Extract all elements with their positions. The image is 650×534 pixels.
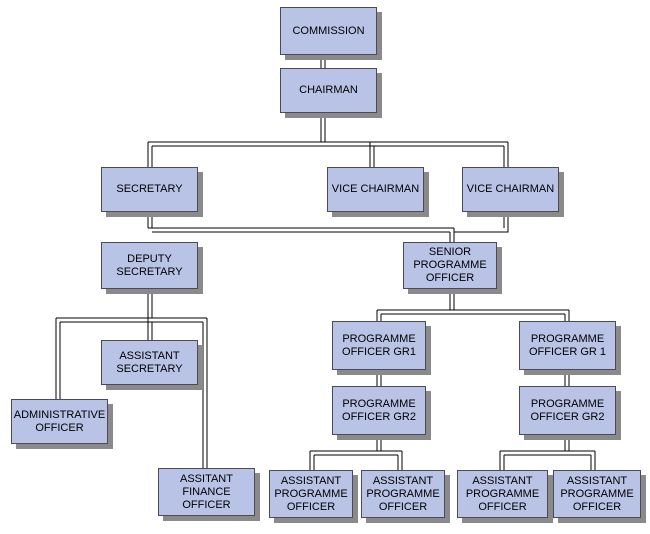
connector-chairman-bar — [320, 113, 326, 142]
assitant-finance-officer-box: ASSITANT FINANCE OFFICER — [158, 468, 255, 516]
vice-chairman-box-1: VICE CHAIRMAN — [327, 167, 424, 212]
connector-gr2-right-down — [564, 435, 570, 451]
chairman-box: CHAIRMAN — [280, 68, 377, 113]
senior-programme-officer-box: SENIOR PROGRAMME OFFICER — [403, 242, 497, 289]
connector-vice2-drop — [503, 142, 509, 167]
connector-spo-down — [449, 289, 455, 310]
connector-deputy-bar — [56, 317, 207, 323]
connector-vice2-to-spo — [454, 212, 509, 233]
deputy-secretary-box: DEPUTY SECRETARY — [101, 242, 198, 289]
commission-box: COMMISSION — [280, 7, 377, 55]
connector-apo3-drop — [499, 451, 505, 470]
connector-spo-drop — [449, 228, 455, 242]
vice-chairman-box-2: VICE CHAIRMAN — [462, 167, 559, 212]
connector-second-bar — [148, 227, 454, 233]
connector-gr2-right-bar — [500, 450, 595, 456]
assistant-programme-officer-box-1: ASSISTANT PROGRAMME OFFICER — [269, 470, 353, 518]
connector-asst-secretary-drop — [147, 318, 153, 340]
connector-gr2-left-bar — [310, 450, 402, 456]
connector-commission-chairman — [320, 55, 326, 68]
connector-spo-bar — [377, 309, 569, 315]
connector-finance-drop — [202, 318, 208, 468]
connector-vice1-drop — [369, 142, 375, 167]
connector-po-left-gr — [376, 370, 382, 386]
connector-secretary-drop — [147, 142, 153, 167]
programme-officer-gr2-left-box: PROGRAMME OFFICER GR2 — [332, 386, 426, 435]
assistant-programme-officer-box-2: ASSISTANT PROGRAMME OFFICER — [361, 470, 445, 518]
programme-officer-gr1-left-box: PROGRAMME OFFICER GR1 — [332, 321, 426, 370]
connector-admin-drop — [55, 318, 61, 399]
programme-officer-gr1-right-box: PROGRAMME OFFICER GR 1 — [519, 321, 616, 370]
connector-deputy-down — [147, 289, 153, 318]
connector-apo1-drop — [309, 451, 315, 470]
programme-officer-gr2-right-box: PROGRAMME OFFICER GR2 — [519, 386, 616, 435]
connector-po1-right-drop — [564, 310, 570, 321]
connector-po1-left-drop — [376, 310, 382, 321]
assistant-programme-officer-box-4: ASSISTANT PROGRAMME OFFICER — [553, 470, 641, 518]
connector-secretary-down — [147, 212, 153, 228]
assistant-programme-officer-box-3: ASSISTANT PROGRAMME OFFICER — [457, 470, 548, 518]
connector-top-bar — [148, 141, 508, 147]
assistant-secretary-box: ASSISTANT SECRETARY — [101, 340, 198, 385]
secretary-box: SECRETARY — [101, 167, 198, 212]
connector-po-right-gr — [564, 370, 570, 386]
connector-apo4-drop — [590, 451, 596, 470]
administrative-officer-box: ADMINISTRATIVE OFFICER — [11, 399, 108, 444]
connector-gr2-left-down — [376, 435, 382, 451]
connector-apo2-drop — [397, 451, 403, 470]
